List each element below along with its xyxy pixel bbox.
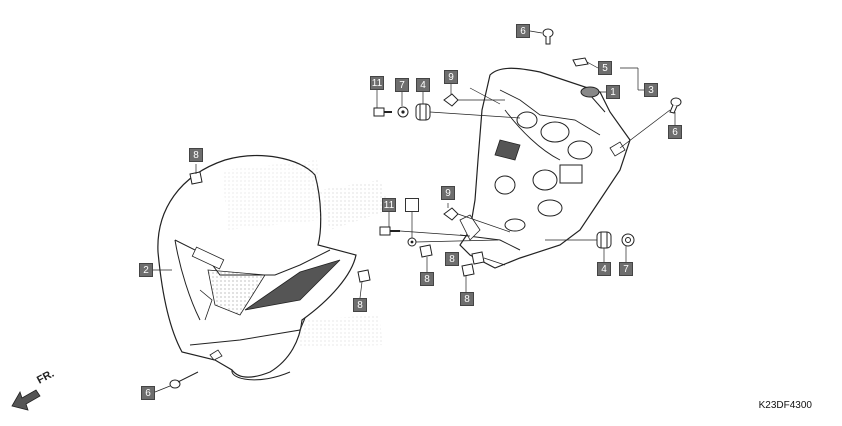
callout-8-c: 8 (460, 292, 474, 306)
grommet-4-top (415, 103, 431, 121)
callout-5: 5 (598, 61, 612, 75)
washer-7-top (397, 106, 409, 118)
callout-11-mid: 11 (382, 198, 396, 212)
callout-6-bottom: 6 (141, 386, 155, 400)
callout-6-top: 6 (516, 24, 530, 38)
screw-11-mid (379, 226, 400, 236)
callout-7-top: 7 (395, 78, 409, 92)
front-direction-arrow-icon (11, 389, 41, 411)
grommet-4-right (596, 231, 612, 249)
callout-7-right: 7 (619, 262, 633, 276)
clip-8-d (357, 269, 371, 283)
clip-9-top (443, 93, 459, 107)
callout-1: 1 (606, 85, 620, 99)
leader-lines (152, 30, 676, 393)
callout-11-top: 11 (370, 76, 384, 90)
bolt-right (669, 97, 682, 114)
callout-9-mid: 9 (441, 186, 455, 200)
bolt-top (542, 28, 554, 45)
callout-3: 3 (644, 83, 658, 97)
screw-11-top (373, 107, 392, 117)
watermark-dots (320, 180, 390, 230)
document-code: K23DF4300 (758, 400, 812, 411)
watermark-dots-lower (300, 315, 382, 348)
windscreen (157, 155, 357, 381)
clip-8-c (461, 263, 475, 277)
washer-mid (407, 237, 417, 247)
callout-8-screen: 8 (189, 148, 203, 162)
callout-4-top: 4 (416, 78, 430, 92)
clip-8-a (419, 244, 433, 258)
bolt-bottom (169, 371, 199, 389)
callout-blank (405, 198, 419, 212)
clip-9-mid (443, 207, 459, 221)
cap-5 (572, 57, 589, 67)
callout-8-d: 8 (353, 298, 367, 312)
callout-8-a: 8 (420, 272, 434, 286)
callout-2: 2 (139, 263, 153, 277)
callout-9-top: 9 (444, 70, 458, 84)
clip-8-b (471, 251, 485, 265)
collar-7-right (621, 233, 635, 247)
callout-4-right: 4 (597, 262, 611, 276)
inner-cover-panel (459, 67, 631, 269)
callout-8-b: 8 (445, 252, 459, 266)
clip-8-screen (189, 171, 203, 185)
grommet-1 (580, 86, 600, 98)
callout-6-right: 6 (668, 125, 682, 139)
